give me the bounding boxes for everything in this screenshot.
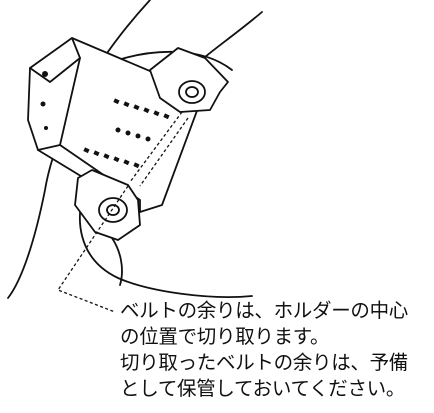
cut-line-dashed [129, 111, 183, 183]
leg-outline-left [7, 0, 151, 299]
belt-strap-lower [111, 237, 123, 286]
instruction-caption: ベルトの余りは、ホルダーの中心 の位置で切り取ります。 切り取ったベルトの余りは… [120, 298, 432, 402]
upper-clip-knob [178, 80, 206, 104]
caption-line-4: として保管しておいてください。 [120, 377, 406, 400]
caption-line-1: ベルトの余りは、ホルダーの中心 [120, 299, 409, 322]
leg-lower-curve [79, 174, 253, 298]
plate-holes [40, 71, 170, 169]
caption-line-2: の位置で切り取ります。 [120, 325, 330, 348]
upper-clip [149, 47, 229, 113]
lower-clip-knob [98, 197, 128, 223]
holder-plate-edge [29, 37, 81, 83]
caption-line-3: 切り取ったベルトの余りは、予備 [120, 351, 409, 374]
leader-line [57, 185, 129, 313]
